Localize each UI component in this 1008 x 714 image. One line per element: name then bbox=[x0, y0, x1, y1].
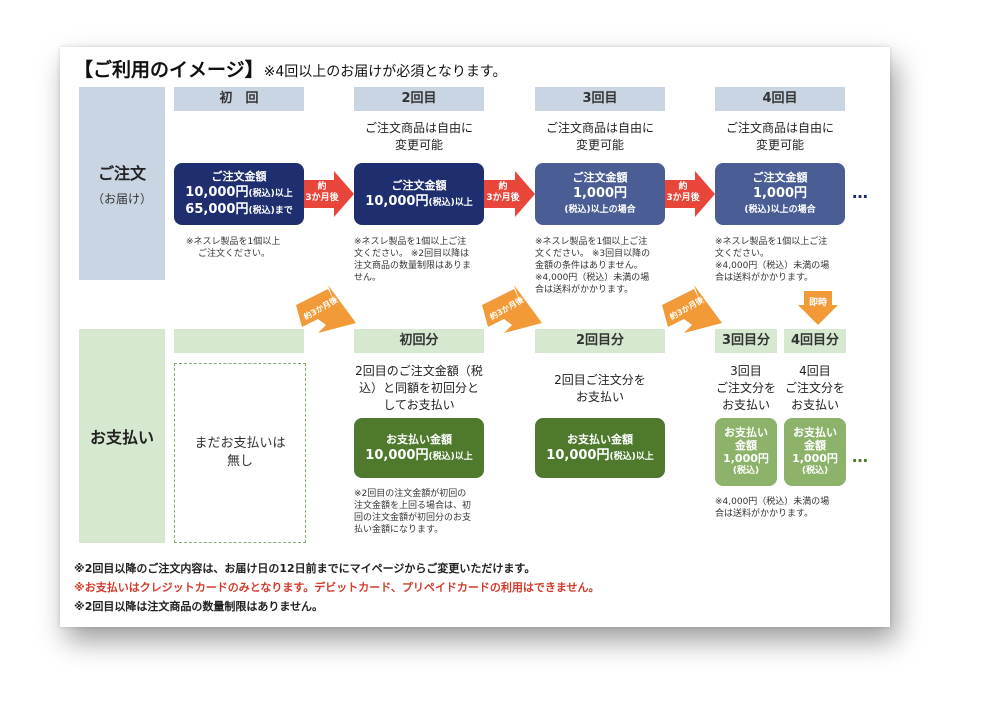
free-change-line1: ご注文商品は自由に bbox=[364, 121, 473, 135]
diagonal-arrow-icon bbox=[662, 285, 722, 333]
diagram-title: 【ご利用のイメージ】※4回以上のお届けが必須となります。 bbox=[74, 55, 506, 82]
order-amount-label: ご注文金額 bbox=[211, 170, 267, 183]
subtitle-text: ※4回以上のお届けが必須となります。 bbox=[263, 64, 507, 80]
payment-header-2: 2回目分 bbox=[535, 329, 665, 353]
payment-desc-1: 2回目のご注文金額（税 込）と同額を初回分と してお支払い bbox=[355, 364, 483, 412]
payment-row-label: お支払い bbox=[89, 428, 154, 447]
order-amount-min: 1,000円 bbox=[572, 186, 628, 201]
order-amount-box-3: ご注文金額 1,000円 (税込)以上の場合 bbox=[535, 163, 665, 225]
order-amount-min-suffix: (税込)以上 bbox=[248, 189, 293, 199]
free-change-line2: 変更可能 bbox=[394, 138, 443, 152]
order-header-2: 2回目 bbox=[354, 87, 484, 111]
free-change-text-2: ご注文商品は自由に 変更可能 bbox=[354, 120, 484, 154]
free-change-text-4: ご注文商品は自由に 変更可能 bbox=[715, 120, 845, 154]
diagram-card: 【ご利用のイメージ】※4回以上のお届けが必須となります。 ご注文 （お届け） お… bbox=[60, 47, 890, 627]
immediate-label: 即時 bbox=[808, 298, 827, 308]
order-row-sublabel: （お届け） bbox=[91, 192, 152, 206]
order-note-3: ※ネスレ製品を1個以上ご注 文ください。 ※3回目以降の 金額の条件はありません… bbox=[535, 237, 651, 295]
footer-notes: ※2回目以降のご注文内容は、お届け日の12日前までにマイページからご変更いただけ… bbox=[74, 559, 600, 616]
order-note-4: ※ネスレ製品を1個以上ご注 文ください。 ※4,000円（税込）未満の場 合は送… bbox=[715, 237, 830, 283]
payment-amount-suffix: (税込)以上 bbox=[428, 451, 473, 462]
free-change-line1: ご注文商品は自由に bbox=[725, 121, 834, 135]
order-note-2: ※ネスレ製品を1個以上ご注 文ください。 ※2回目以降は 注文商品の数量制限はあ… bbox=[354, 237, 472, 283]
payment-amount-value: 10,000円 bbox=[546, 447, 610, 463]
order-amount-min: 10,000円 bbox=[365, 193, 429, 209]
right-arrow-icon bbox=[304, 171, 354, 217]
free-change-line2: 変更可能 bbox=[575, 138, 624, 152]
payment-amount-box-1: お支払い金額 10,000円(税込)以上 bbox=[354, 418, 484, 478]
order-row-header: ご注文 （お届け） bbox=[79, 87, 165, 280]
order-row-label: ご注文 bbox=[97, 164, 146, 183]
order-amount-suffix: (税込)以上の場合 bbox=[564, 205, 636, 215]
footer-note-2: ※お支払いはクレジットカードのみとなります。デビットカード、プリペイドカードの利… bbox=[74, 581, 600, 594]
payment-header-blank bbox=[174, 329, 304, 353]
no-payment-line2: 無し bbox=[226, 454, 253, 469]
no-payment-box: まだお支払いは 無し bbox=[174, 363, 306, 543]
payment-note-1: ※2回目の注文金額が初回の 注文金額を上回る場合は、初 回の注文金額が初回分のお… bbox=[354, 489, 472, 535]
payment-amount-value: 10,000円 bbox=[365, 447, 429, 463]
order-header-1: 初 回 bbox=[174, 87, 304, 111]
title-text: 【ご利用のイメージ】 bbox=[74, 59, 264, 81]
payment-amount-label: お支払い金額 bbox=[386, 432, 452, 446]
order-amount-label: ご注文金額 bbox=[572, 171, 628, 184]
order-amount-min: 10,000円 bbox=[185, 185, 249, 200]
payment-amount-box-4: お支払い 金額 1,000円 (税込) bbox=[784, 418, 846, 486]
payment-row-header: お支払い bbox=[79, 329, 165, 543]
down-arrow-icon bbox=[798, 291, 838, 325]
right-arrow-icon bbox=[665, 171, 715, 217]
footer-note-1: ※2回目以降のご注文内容は、お届け日の12日前までにマイページからご変更いただけ… bbox=[74, 562, 536, 575]
free-change-line2: 変更可能 bbox=[755, 138, 804, 152]
diagonal-arrow-icon bbox=[296, 285, 356, 333]
order-amount-label: ご注文金額 bbox=[391, 178, 447, 192]
payment-desc-3: 3回目 ご注文分を お支払い bbox=[715, 364, 776, 412]
payment-amount-suffix: (税込)以上 bbox=[609, 451, 654, 462]
order-amount-max-suffix: (税込)まで bbox=[248, 206, 293, 216]
order-amount-box-4: ご注文金額 1,000円 (税込)以上の場合 bbox=[715, 163, 845, 225]
footer-note-3: ※2回目以降は注文商品の数量制限はありません。 bbox=[74, 600, 324, 613]
no-payment-line1: まだお支払いは bbox=[194, 436, 286, 451]
order-amount-min: 1,000円 bbox=[752, 186, 808, 201]
order-amount-min-suffix: (税込)以上 bbox=[428, 197, 473, 208]
free-change-line1: ご注文商品は自由に bbox=[545, 121, 654, 135]
diagonal-arrow-icon bbox=[482, 285, 542, 333]
order-amount-label: ご注文金額 bbox=[752, 171, 808, 184]
free-change-text-3: ご注文商品は自由に 変更可能 bbox=[535, 120, 665, 154]
payment-header-4: 4回目分 bbox=[784, 329, 846, 353]
payment-header-1: 初回分 bbox=[354, 329, 484, 353]
order-amount-suffix: (税込)以上の場合 bbox=[744, 205, 816, 215]
payment-amount-box-3: お支払い 金額 1,000円 (税込) bbox=[715, 418, 777, 486]
order-amount-max: 65,000円 bbox=[185, 202, 249, 217]
order-header-3: 3回目 bbox=[535, 87, 665, 111]
payment-note-3: ※4,000円（税込）未満の場 合は送料がかかります。 bbox=[715, 497, 830, 519]
order-amount-box-1: ご注文金額 10,000円(税込)以上 65,000円(税込)まで bbox=[174, 163, 304, 225]
payment-amount-box-2: お支払い金額 10,000円(税込)以上 bbox=[535, 418, 665, 478]
payment-desc-2: 2回目ご注文分を お支払い bbox=[554, 373, 646, 404]
payment-desc-4: 4回目 ご注文分を お支払い bbox=[784, 364, 845, 412]
payment-header-3: 3回目分 bbox=[715, 329, 777, 353]
order-note-1: ※ネスレ製品を1個以上 ご注文ください。 bbox=[186, 237, 281, 259]
order-continue-ellipsis: … bbox=[852, 183, 869, 202]
order-amount-box-2: ご注文金額 10,000円(税込)以上 bbox=[354, 163, 484, 225]
payment-continue-ellipsis: … bbox=[852, 447, 869, 466]
order-header-4: 4回目 bbox=[715, 87, 845, 111]
right-arrow-icon bbox=[484, 171, 535, 217]
payment-amount-label: お支払い金額 bbox=[567, 432, 633, 446]
